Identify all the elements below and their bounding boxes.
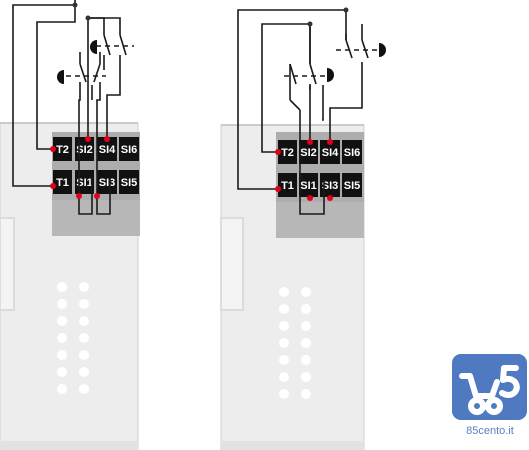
svg-text:T2: T2 [281,147,294,159]
svg-text:SI3: SI3 [322,180,339,192]
svg-text:T1: T1 [56,177,69,189]
contact-dots [50,2,110,199]
terminal-si5: SI5 [119,170,139,194]
switch-middle [284,63,326,90]
terminal-si3: SI3 [97,170,117,194]
svg-text:T1: T1 [281,180,294,192]
svg-text:T2: T2 [56,144,69,156]
svg-text:SI5: SI5 [344,180,361,192]
brand-name: 85cento.it [466,425,514,437]
svg-text:SI1: SI1 [300,180,317,192]
terminal-si4: SI4 [320,140,340,164]
svg-text:SI3: SI3 [99,177,116,189]
svg-text:SI2: SI2 [300,147,317,159]
terminal-si5: SI5 [342,173,362,197]
cart-5-icon [452,354,527,420]
switch-right [336,24,378,59]
svg-text:SI1: SI1 [76,177,93,189]
terminal-si3: SI3 [320,173,340,197]
wiring [12,0,121,215]
svg-text:SI4: SI4 [322,147,339,159]
module-base-line [221,441,364,450]
terminal-si2: SI2 [75,137,94,161]
switch-knob-right [379,43,386,57]
wiring [237,9,363,215]
svg-text:SI2: SI2 [76,144,93,156]
switch-knob-middle [327,68,334,82]
terminal-si2: SI2 [299,140,318,164]
svg-text:SI6: SI6 [121,144,138,156]
terminal-si6: SI6 [119,137,139,161]
terminal-si6: SI6 [342,140,362,164]
svg-text:SI6: SI6 [344,147,361,159]
terminal-block-lower [276,202,364,238]
module-side-slot [0,217,15,311]
terminal-t1: T1 [53,170,72,194]
brand-logo: 85cento.it [451,353,529,445]
terminal-t2: T2 [278,140,297,164]
switch-knob-upper [90,40,97,54]
svg-text:SI5: SI5 [121,177,138,189]
terminal-t2: T2 [53,137,72,161]
terminal-si1: SI1 [75,170,94,194]
terminal-si1: SI1 [299,173,318,197]
module-base-line [0,441,138,450]
vent-holes [57,282,89,394]
right-module: T2 SI2 SI4 SI6 T1 SI1 SI3 SI5 [220,7,386,450]
terminal-si4: SI4 [97,137,117,161]
terminal-block-lower [52,200,140,236]
left-module: T2 SI2 SI4 SI6 T1 SI1 SI3 SI5 [0,0,140,450]
module-side-slot [220,217,244,311]
switch-upper [96,34,134,70]
svg-text:SI4: SI4 [99,144,116,156]
switch-knob-lower [57,70,64,84]
vent-holes [279,287,311,399]
terminal-t1: T1 [278,173,297,197]
contact-dots [275,7,349,201]
switch-lower [66,52,106,83]
